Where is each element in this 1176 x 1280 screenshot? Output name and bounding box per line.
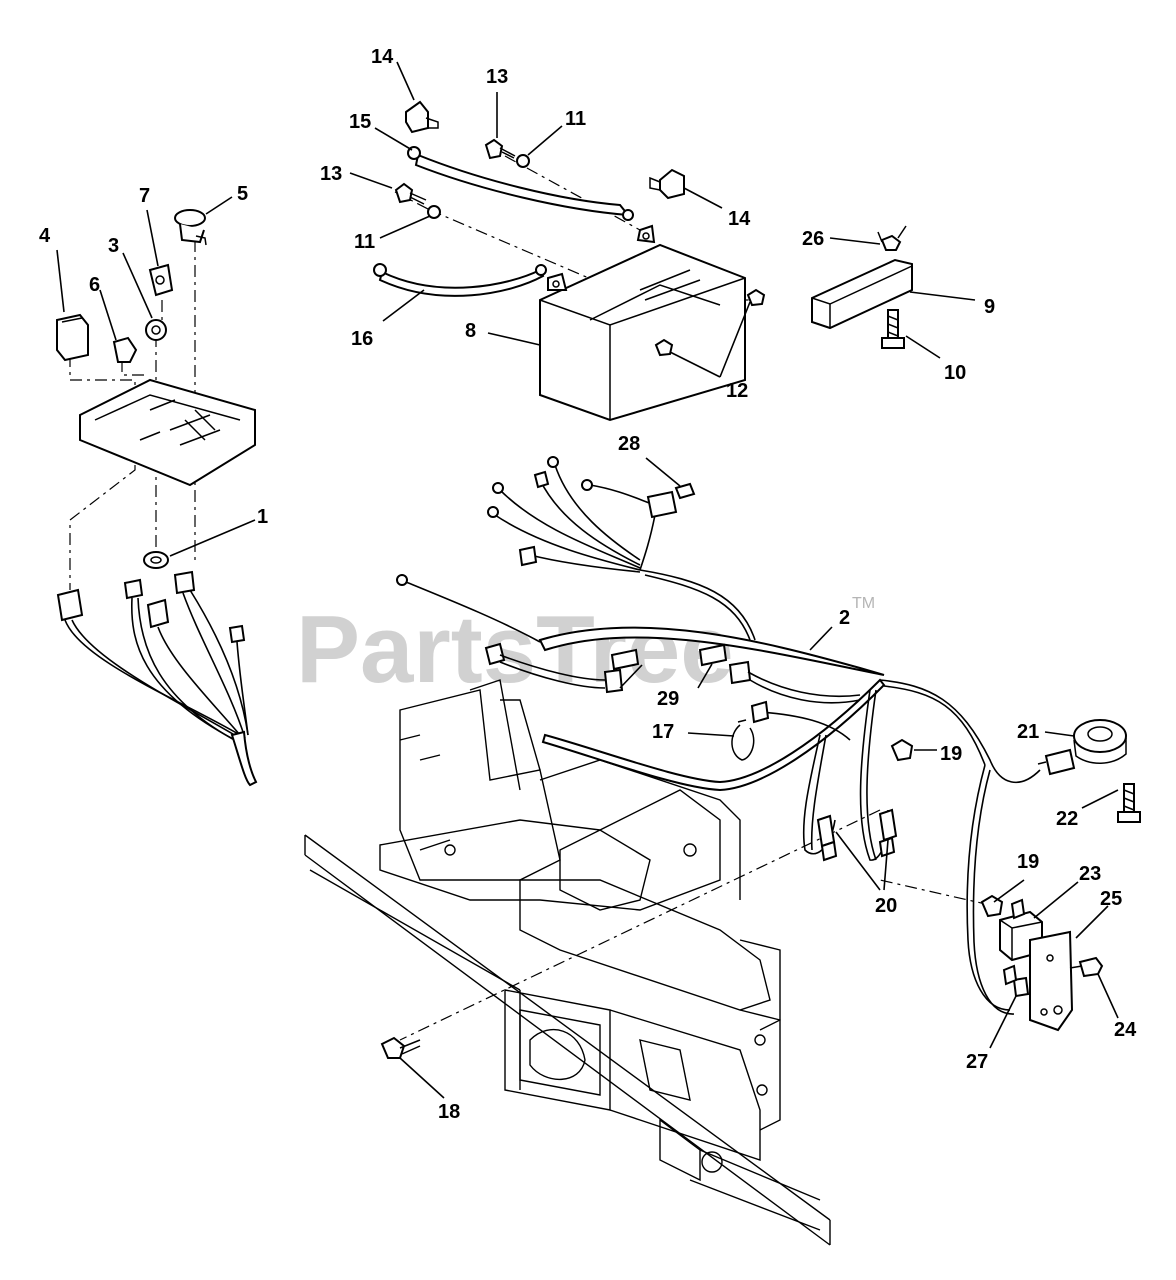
callout-18: 18 <box>438 1101 460 1123</box>
callout-13-top: 13 <box>486 66 508 88</box>
watermark: PartsTree TM <box>296 595 875 703</box>
part-27-terminal <box>1002 964 1030 998</box>
callout-12: 12 <box>726 380 748 402</box>
part-19-nut-bottom <box>980 894 1004 918</box>
callout-4: 4 <box>39 225 51 247</box>
part-14-cover-right <box>649 168 685 200</box>
callout-21: 21 <box>1017 721 1039 743</box>
part-11-washer-left <box>427 205 441 219</box>
callout-23: 23 <box>1079 863 1101 885</box>
callout-25: 25 <box>1100 888 1122 910</box>
callout-11-top: 11 <box>565 108 586 130</box>
part-24-screw <box>1069 956 1104 978</box>
callout-10: 10 <box>944 362 966 384</box>
part-18-bolt <box>380 1036 421 1059</box>
part-6-switch <box>112 336 138 363</box>
callout-labels: 14 13 11 15 13 11 14 5 7 4 3 6 16 8 12 2… <box>39 46 1137 1123</box>
callout-17: 17 <box>652 721 674 743</box>
part-29-connectors <box>610 643 728 671</box>
callout-14-right: 14 <box>728 208 751 230</box>
part-4-switch <box>56 313 89 362</box>
left-harness <box>56 570 258 787</box>
part-14-cover-top <box>405 100 439 134</box>
main-harness <box>396 456 1041 1015</box>
part-19-nut-top <box>890 738 914 762</box>
callout-29: 29 <box>657 688 679 710</box>
callout-20: 20 <box>875 895 897 917</box>
part-1-grommet <box>143 551 169 569</box>
trademark-mark: TM <box>852 595 875 612</box>
part-20-connectors <box>816 808 898 862</box>
callout-8: 8 <box>465 320 476 342</box>
callout-3: 3 <box>108 235 119 257</box>
callout-26: 26 <box>802 228 824 250</box>
part-3-nut <box>145 319 167 341</box>
callout-5: 5 <box>237 183 248 205</box>
leader-lines <box>56 61 1119 1099</box>
part-8-battery <box>539 224 746 422</box>
part-26-wing-nut <box>877 225 907 251</box>
callout-11-left: 11 <box>354 231 375 253</box>
part-13-bolt-top <box>484 138 516 160</box>
part-5-light <box>174 209 207 246</box>
part-16-cable <box>378 268 545 297</box>
part-25-bracket <box>1029 930 1074 1032</box>
part-17-tie <box>731 719 755 761</box>
callout-9: 9 <box>984 296 995 318</box>
part-12-nut-b <box>654 338 674 357</box>
callout-28: 28 <box>618 433 640 455</box>
callout-19-top: 19 <box>940 743 962 765</box>
callout-16: 16 <box>351 328 373 350</box>
callout-13-left: 13 <box>320 163 342 185</box>
callout-22: 22 <box>1056 808 1078 830</box>
callout-2: 2 <box>839 607 850 629</box>
callout-19-bottom: 19 <box>1017 851 1039 873</box>
part-13-bolt-left <box>394 182 427 205</box>
callout-24: 24 <box>1114 1019 1137 1041</box>
watermark-text: PartsTree <box>296 596 734 703</box>
callout-6: 6 <box>89 274 100 296</box>
part-22-screw <box>1117 783 1141 823</box>
part-10-bolt <box>881 309 905 349</box>
callout-1: 1 <box>257 506 268 528</box>
part-12-nut-a <box>746 288 766 307</box>
switch-panel-assembly <box>56 209 258 787</box>
part-11-washer-top <box>516 154 530 168</box>
battery-assembly <box>373 100 766 422</box>
part-2-harness <box>538 626 885 676</box>
tractor-frame <box>304 679 831 1246</box>
part-28-connector <box>674 482 696 500</box>
callout-7: 7 <box>139 185 150 207</box>
part-7-switch <box>148 263 174 297</box>
part-21-alarm <box>1037 719 1127 776</box>
callout-14-top: 14 <box>371 46 394 68</box>
callout-15: 15 <box>349 111 371 133</box>
callout-27: 27 <box>966 1051 988 1073</box>
hold-down-bracket <box>811 225 913 349</box>
